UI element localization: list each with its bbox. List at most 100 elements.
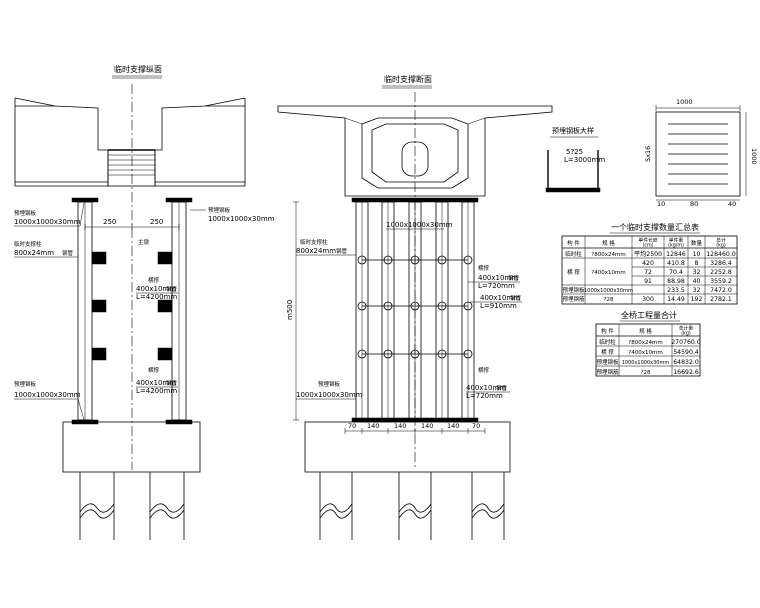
table1-cell: 233.5 bbox=[667, 287, 685, 294]
mv-brace1-size: 400x10mm bbox=[478, 274, 518, 282]
mv-dim-3: 140 bbox=[421, 422, 433, 430]
embed-spec: 5?25 bbox=[566, 148, 583, 156]
table2-cell: 54590.4 bbox=[673, 349, 699, 356]
table1-cell: 410.8 bbox=[667, 260, 685, 267]
table1-cell: 72 bbox=[644, 269, 652, 276]
table1-cell: 32 bbox=[693, 287, 701, 294]
table2-cell: 1000x1000x30mm bbox=[622, 360, 670, 366]
table1-cell: 3286.4 bbox=[710, 260, 732, 267]
plate-spacing: 5x16 bbox=[644, 146, 652, 162]
table1-header-3: 单件重(kg/m) bbox=[668, 237, 684, 249]
table2-cell: ?400x10mm bbox=[628, 350, 662, 356]
table1-cells: 构 件规 格单件长度(cm)单件重(kg/m)数量总计(kg)临时柱?800x2… bbox=[562, 237, 735, 304]
table2-cell: 预埋钢筋 bbox=[596, 368, 619, 376]
table1-cell: 平均2500 bbox=[634, 250, 662, 258]
table2-cell: 64832.0 bbox=[673, 359, 699, 366]
lv-brace2-label: 横撑 bbox=[148, 366, 160, 374]
mv-col-size: 800x24mm bbox=[296, 247, 336, 255]
table1-cell: 横 撑 bbox=[567, 268, 580, 276]
mv-piles bbox=[319, 472, 505, 540]
mv-col-label: 临时支撑柱 bbox=[300, 238, 328, 246]
table1-cell: 3559.2 bbox=[710, 278, 732, 285]
mv-brace2-len: L=910mm bbox=[480, 302, 517, 310]
lv-brace2-suffix: 钢管 bbox=[166, 379, 178, 387]
mv-bottom-dims: 70 140 140 140 140 70 bbox=[344, 422, 486, 434]
mv-dim-0: 70 bbox=[348, 422, 356, 430]
lv-brace2-len: L=4200mm bbox=[136, 387, 177, 395]
table1-cell: 14.49 bbox=[667, 296, 685, 303]
table1-header-5: 总计(kg) bbox=[716, 237, 726, 249]
mv-height-dim: m500 bbox=[286, 300, 294, 320]
dim-250-right: 250 bbox=[150, 218, 163, 226]
table2-cell: 预埋钢板 bbox=[596, 358, 619, 366]
table1-cell: 128460.0 bbox=[706, 251, 736, 258]
cross-section-view: 临时支撑断面 bbox=[277, 74, 553, 540]
table2-cell: 16692.6 bbox=[673, 369, 699, 376]
plate-width: 1000 bbox=[676, 98, 693, 106]
longitudinal-title: 临时支撑纵面 bbox=[114, 64, 162, 74]
table1-cell: 91 bbox=[644, 278, 652, 285]
table1-cell: 70.4 bbox=[669, 269, 683, 276]
table1-cell: 2252.8 bbox=[710, 269, 732, 276]
table1-cell: 1000x1000x30mm bbox=[584, 288, 633, 294]
table1-cell: ?28 bbox=[604, 297, 614, 303]
table1-cell: 2782.1 bbox=[710, 296, 732, 303]
table1-cell: 420 bbox=[642, 260, 654, 267]
lv-right-plate-label: 预埋钢板 bbox=[208, 206, 231, 214]
lv-top-plate-label: 预埋钢板 bbox=[14, 209, 37, 217]
mv-brace3-size: 400x10mm bbox=[466, 384, 506, 392]
mv-brace1-len: L=720mm bbox=[478, 282, 515, 290]
lv-col-suffix: 钢管 bbox=[62, 249, 74, 257]
mv-brace3-suffix: 钢管 bbox=[496, 384, 508, 392]
mv-brace2-size: 400x10mm bbox=[480, 294, 520, 302]
lv-col-size: 800x24mm bbox=[14, 249, 54, 257]
table2-header-0: 构 件 bbox=[601, 327, 614, 335]
table1-cell: 7472.0 bbox=[710, 287, 732, 294]
mv-dim-1: 140 bbox=[367, 422, 379, 430]
lv-top-plate-size: 1000x1000x30mm bbox=[14, 218, 81, 226]
mv-dim-2: 140 bbox=[394, 422, 406, 430]
table1-cell: 12846 bbox=[666, 251, 686, 258]
lv-brace1-suffix: 钢管 bbox=[166, 285, 178, 293]
plate-bdim-0: 10 bbox=[657, 200, 665, 208]
embed-detail: 预埋钢板大样 5?25 L=3000mm bbox=[545, 126, 605, 193]
mv-top-plate-size: 1000x1000x30mm bbox=[386, 221, 453, 229]
table2-title: 全桥工程量合计 bbox=[621, 310, 677, 320]
table1-cell: ?400x10mm bbox=[591, 270, 625, 276]
mv-brace1-suffix: 钢管 bbox=[508, 274, 520, 282]
table2-cell: 270760.0 bbox=[671, 339, 701, 346]
plate-bdim-1: 80 bbox=[690, 200, 698, 208]
lv-brace1-len: L=4200mm bbox=[136, 293, 177, 301]
table1-cell: ?800x24mm bbox=[591, 252, 625, 258]
lv-piles bbox=[79, 472, 185, 540]
dim-250-left: 250 bbox=[103, 218, 116, 226]
lv-brace1-label: 横撑 bbox=[148, 276, 160, 284]
table1-cell: 预埋钢筋 bbox=[562, 295, 585, 303]
table2-cell: 临时柱 bbox=[599, 338, 616, 346]
plate-detail: 1000 1000 5x16 10 80 40 bbox=[644, 98, 758, 208]
longitudinal-view: 临时支撑纵面 bbox=[14, 64, 275, 540]
mv-col-suffix: 钢管 bbox=[336, 247, 348, 255]
lv-bottom-plate-label: 预埋钢板 bbox=[14, 380, 37, 388]
table2-cell: ?800x24mm bbox=[628, 340, 662, 346]
brace-level-3 bbox=[91, 347, 173, 361]
brace-level-2 bbox=[91, 299, 173, 313]
plate-height: 1000 bbox=[750, 148, 758, 165]
table1-cell: 8 bbox=[695, 260, 699, 267]
table1-cell: 10 bbox=[693, 251, 701, 258]
mv-columns bbox=[355, 201, 475, 421]
lv-col-label: 临时支撑柱 bbox=[14, 240, 42, 248]
table1-cell: 40 bbox=[693, 278, 701, 285]
table1-header-2: 单件长度(cm) bbox=[638, 237, 657, 249]
lv-brace1-size: 400x10mm bbox=[136, 285, 176, 293]
table1-title: 一个临时支撑数量汇总表 bbox=[611, 222, 699, 232]
table1-cell: 预埋钢板 bbox=[562, 286, 585, 294]
lv-right-plate-size: 1000x1000x30mm bbox=[208, 215, 275, 223]
mv-bottom-plate-size: 1000x1000x30mm bbox=[296, 391, 363, 399]
cross-title: 临时支撑断面 bbox=[384, 74, 432, 84]
mv-dim-4: 140 bbox=[447, 422, 459, 430]
table1-cell: 临时柱 bbox=[565, 250, 582, 258]
table1-cell: 192 bbox=[691, 296, 703, 303]
